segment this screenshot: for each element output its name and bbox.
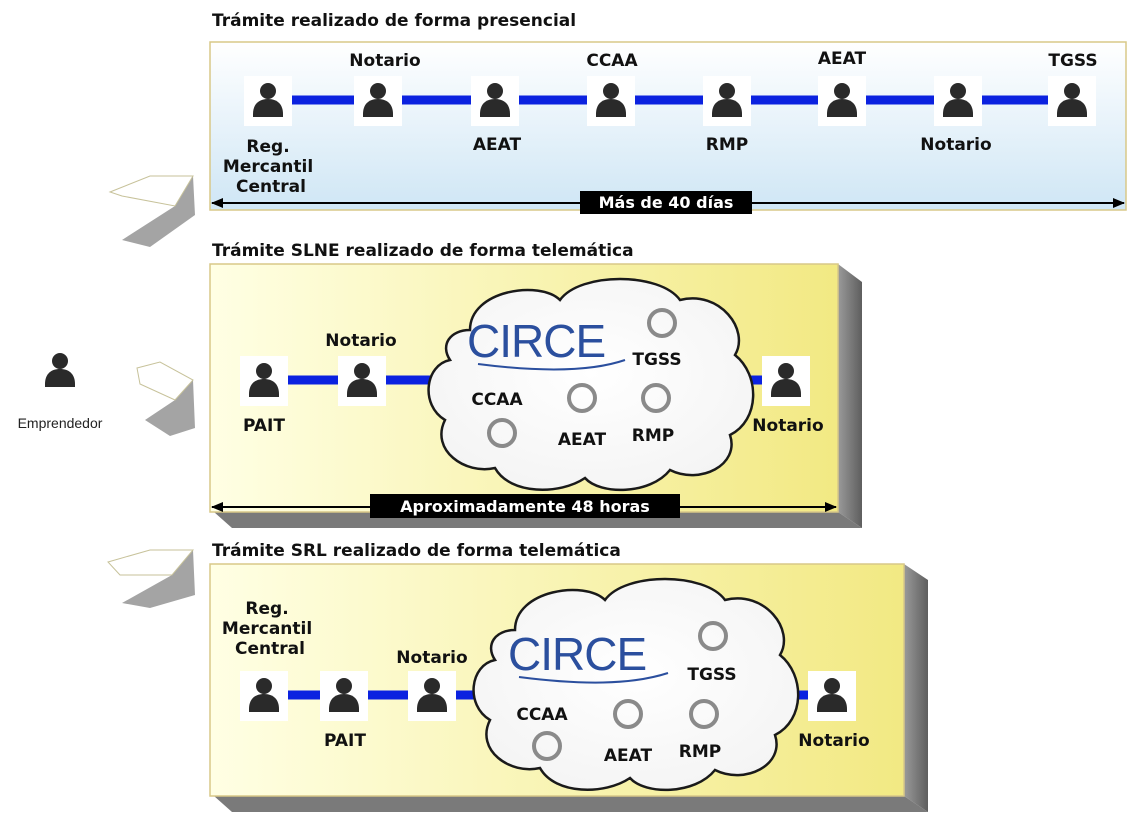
final-step-node: Notario xyxy=(798,671,870,751)
node-label-ccaa: CCAA xyxy=(471,390,523,410)
aeat-node xyxy=(567,383,597,413)
node-label-ccaa: CCAA xyxy=(516,705,568,725)
step-label: TGSS xyxy=(1048,51,1097,71)
circe-logo: CIRCE xyxy=(467,315,626,371)
entrepreneur: Emprendedor xyxy=(18,353,103,431)
duration-label: Aproximadamente 48 horas xyxy=(400,497,650,516)
tgss-node xyxy=(647,308,677,338)
svg-text:CIRCE: CIRCE xyxy=(508,628,646,680)
ccaa-node xyxy=(487,418,517,448)
panel-shadow xyxy=(904,564,928,812)
node-label-aeat: AEAT xyxy=(558,430,607,450)
node-label-rmp: RMP xyxy=(679,742,721,762)
panel-title: Trámite SLNE realizado de forma telemáti… xyxy=(212,241,634,261)
step-node: AEAT xyxy=(818,49,867,126)
step-label: Reg. Mercantil Central xyxy=(222,599,318,659)
duration-label: Más de 40 días xyxy=(599,193,734,212)
step-node: Notario xyxy=(920,76,992,155)
duration-badge xyxy=(370,494,680,518)
step-label: RMP xyxy=(706,135,748,155)
node-label-tgss: TGSS xyxy=(687,665,736,685)
panel-title: Trámite SRL realizado de forma telemátic… xyxy=(212,541,621,561)
logo-swoosh xyxy=(518,672,669,684)
svg-text:CIRCE: CIRCE xyxy=(467,315,605,367)
panel-presencial: Trámite realizado de forma presencial Re… xyxy=(209,11,1127,214)
entrepreneur-person-icon xyxy=(45,353,75,387)
panel-title: Trámite realizado de forma presencial xyxy=(212,11,576,31)
entrepreneur-label: Emprendedor xyxy=(18,415,103,431)
cloud-shape xyxy=(427,277,755,492)
step-label: Notario xyxy=(396,648,467,668)
circe-cloud: CIRCE TGSS CCAA AEAT RMP xyxy=(427,277,755,492)
panel-slne: Trámite SLNE realizado de forma telemáti… xyxy=(209,241,862,528)
step-label: AEAT xyxy=(473,135,522,155)
step-label: PAIT xyxy=(324,731,366,751)
step-label: Notario xyxy=(325,331,396,351)
rmp-node xyxy=(641,383,671,413)
step-label: CCAA xyxy=(586,51,638,71)
panel-background xyxy=(209,41,1127,211)
aeat-node xyxy=(613,699,643,729)
step-node: AEAT xyxy=(471,76,522,155)
step-node: Notario xyxy=(349,51,421,126)
final-step-node: Notario xyxy=(752,356,824,436)
step-label: Notario xyxy=(349,51,420,71)
step-node: CCAA xyxy=(586,51,638,126)
circe-cloud: CIRCE TGSS CCAA AEAT RMP xyxy=(472,577,800,792)
step-node: Notario xyxy=(325,331,397,406)
rmp-node xyxy=(689,699,719,729)
step-node: Notario xyxy=(396,648,468,721)
node-label-aeat: AEAT xyxy=(604,746,653,766)
panel-shadow-bottom xyxy=(214,796,928,812)
logo-swoosh xyxy=(477,359,626,371)
step-label: Notario xyxy=(920,135,991,155)
node-label-rmp: RMP xyxy=(632,426,674,446)
step-label: AEAT xyxy=(818,49,867,69)
panel-srl: Trámite SRL realizado de forma telemátic… xyxy=(209,541,928,812)
chevron-arrow-2 xyxy=(136,361,195,436)
step-label: Notario xyxy=(798,731,869,751)
node-label-tgss: TGSS xyxy=(632,350,681,370)
chevron-arrow-1 xyxy=(108,175,195,247)
ccaa-node xyxy=(532,731,562,761)
step-node: Reg. Mercantil Central xyxy=(223,76,319,197)
step-label: PAIT xyxy=(243,416,285,436)
step-node: TGSS xyxy=(1048,51,1098,126)
step-label: Notario xyxy=(752,416,823,436)
step-node: PAIT xyxy=(320,671,368,751)
circe-logo: CIRCE xyxy=(508,628,669,684)
step-node: Reg. Mercantil Central xyxy=(222,599,318,721)
chevron-arrow-3 xyxy=(107,549,195,608)
duration-badge xyxy=(580,191,752,214)
step-node: PAIT xyxy=(240,356,288,436)
tgss-node xyxy=(698,621,728,651)
panel-shadow xyxy=(838,264,862,528)
step-node: RMP xyxy=(703,76,751,155)
step-label: Reg. Mercantil Central xyxy=(223,137,319,197)
